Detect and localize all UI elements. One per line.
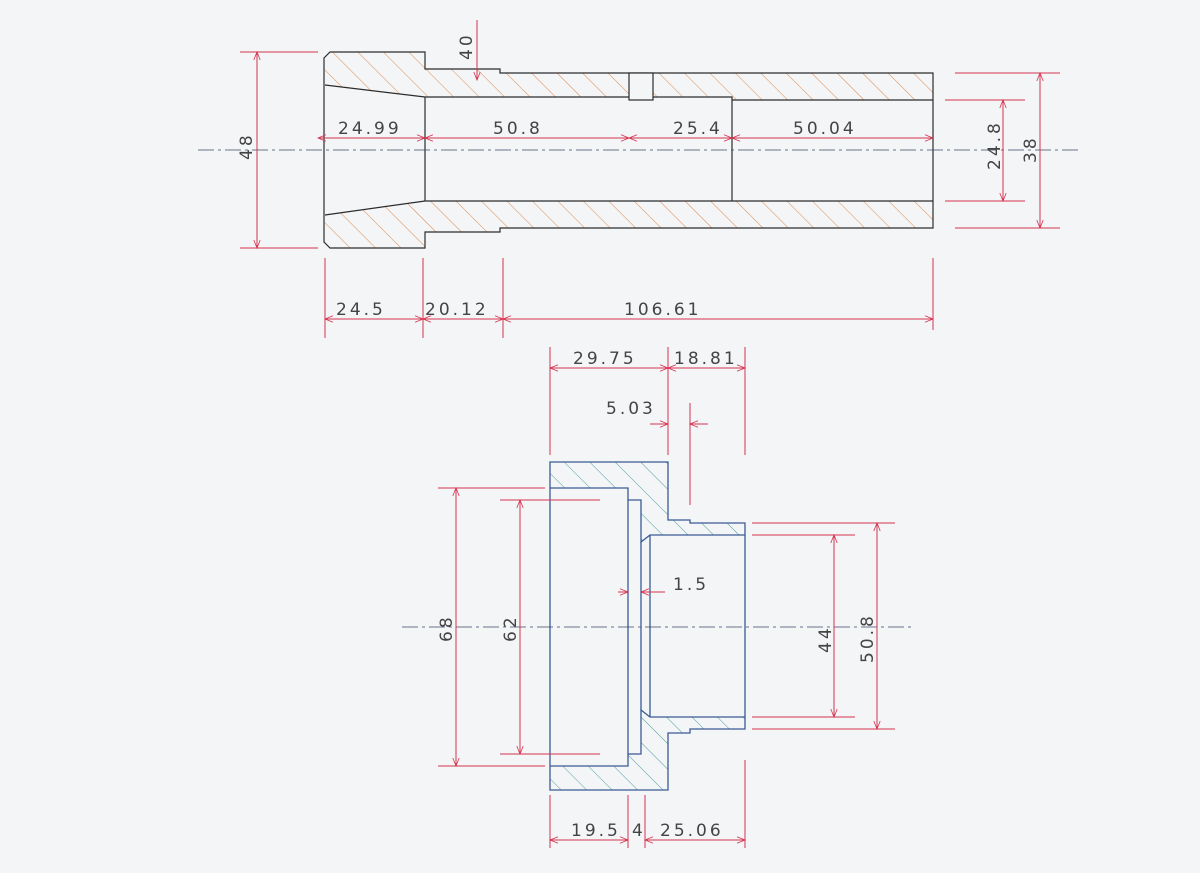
dim-19-5-label: 19.5 bbox=[571, 821, 621, 841]
dim-50-8-label: 50.8 bbox=[493, 119, 543, 139]
dim-40-label: 40 bbox=[457, 32, 477, 60]
dim-44-label: 44 bbox=[816, 625, 836, 653]
dim-4-label: 4 bbox=[632, 821, 646, 841]
dim-24-99-label: 24.99 bbox=[338, 119, 402, 139]
dim-1-5-label: 1.5 bbox=[673, 575, 709, 595]
dim-24-5-label: 24.5 bbox=[336, 300, 386, 320]
dim-106-61-label: 106.61 bbox=[624, 300, 701, 320]
dim-29-75-label: 29.75 bbox=[573, 349, 637, 369]
bottom-wall-section bbox=[325, 201, 933, 248]
cap-upper-section bbox=[550, 462, 745, 542]
dim-68-label: 68 bbox=[437, 614, 457, 642]
dim-20-12-label: 20.12 bbox=[425, 300, 489, 320]
dim-38-label: 38 bbox=[1021, 135, 1041, 163]
dim-18-81-label: 18.81 bbox=[674, 349, 738, 369]
slot bbox=[628, 72, 654, 101]
top-part: 40 48 24.99 50.8 25.4 50.04 24.8 38 24.5… bbox=[198, 20, 1080, 338]
dim-50-04-label: 50.04 bbox=[793, 119, 857, 139]
dim-5-03-label: 5.03 bbox=[606, 399, 656, 419]
top-part-outline bbox=[323, 51, 934, 249]
bore-upper-line bbox=[324, 84, 933, 101]
bottom-part: 29.75 18.81 5.03 1.5 68 62 44 50.8 bbox=[402, 347, 915, 848]
dim-50-8b-label: 50.8 bbox=[858, 613, 878, 663]
cap-outline bbox=[549, 461, 746, 791]
cap-lower-section bbox=[550, 710, 745, 790]
dim-25-4-label: 25.4 bbox=[673, 119, 723, 139]
dim-25-06-label: 25.06 bbox=[660, 821, 724, 841]
dim-24-8-label: 24.8 bbox=[985, 120, 1005, 170]
dim-62-label: 62 bbox=[501, 614, 521, 642]
dim-48-label: 48 bbox=[237, 132, 257, 160]
